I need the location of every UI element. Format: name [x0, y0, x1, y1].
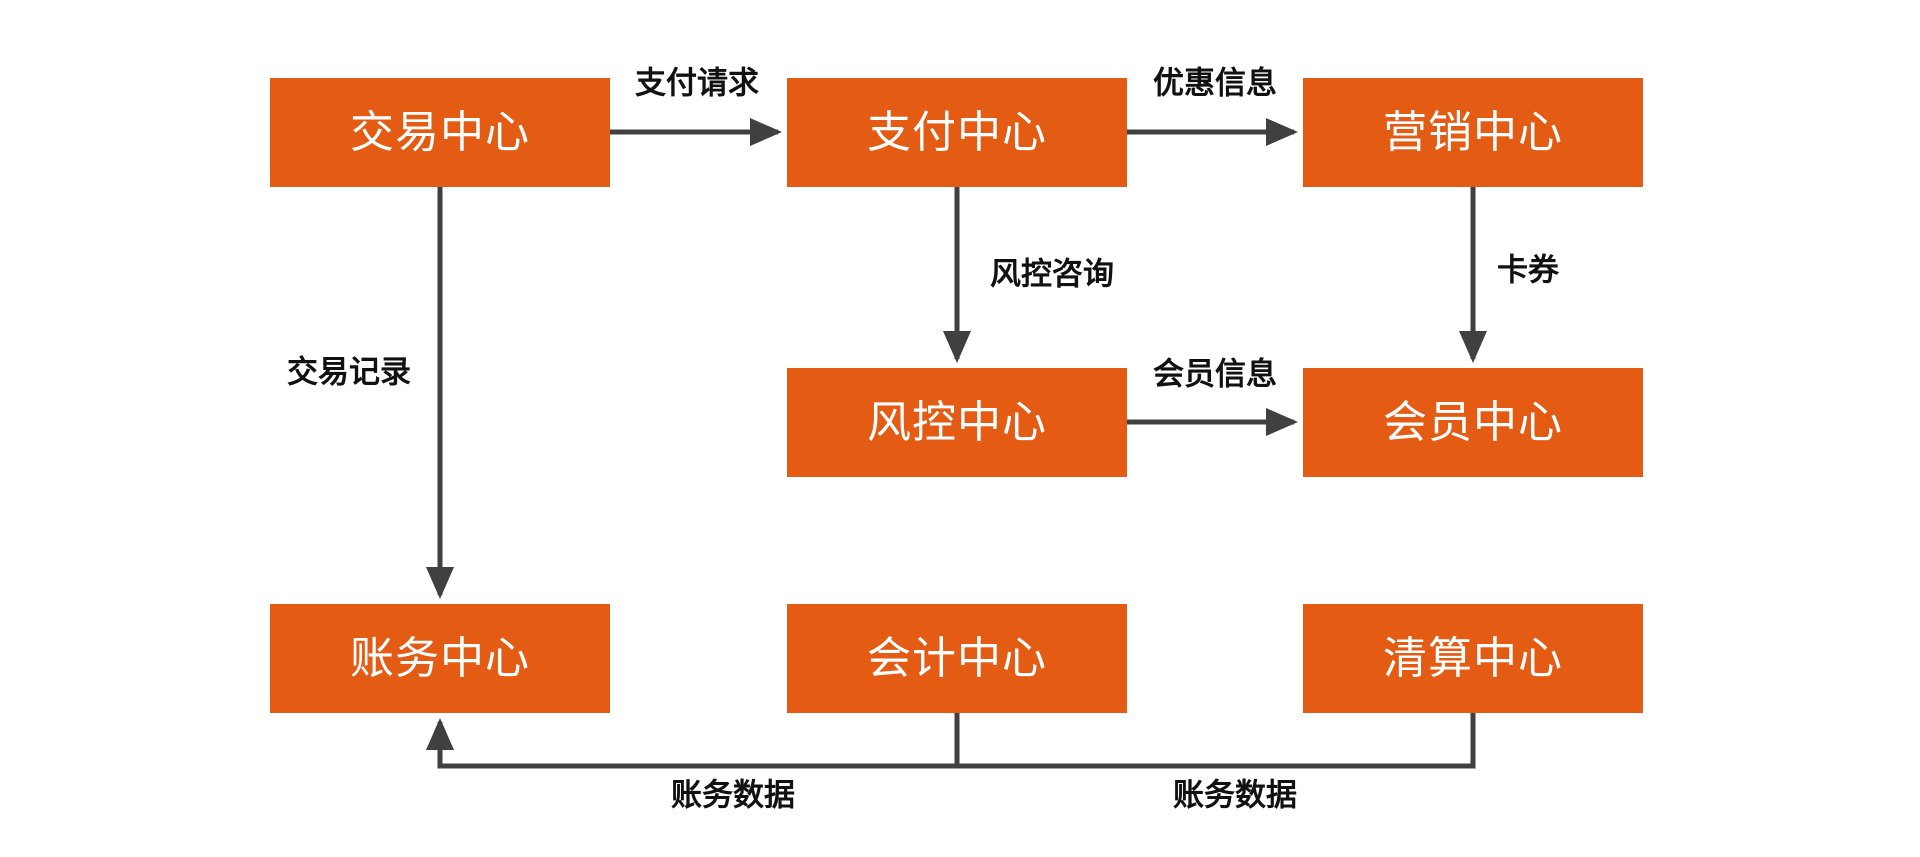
- node-account[interactable]: 账务中心: [270, 604, 610, 713]
- edge-settlement-to-account: [957, 713, 1476, 769]
- node-marketing[interactable]: 营销中心: [1303, 78, 1643, 187]
- edge-label-promotion-info: 优惠信息: [1153, 65, 1277, 101]
- edge-label-coupon: 卡券: [1497, 252, 1559, 288]
- node-accounting[interactable]: 会计中心: [787, 604, 1127, 713]
- edge-label-trade-record: 交易记录: [287, 354, 411, 390]
- edge-label-account-data-left: 账务数据: [671, 777, 795, 813]
- edge-label-payment-request: 支付请求: [635, 65, 759, 101]
- node-payment[interactable]: 支付中心: [787, 78, 1127, 187]
- node-risk-control[interactable]: 风控中心: [787, 368, 1127, 477]
- node-member[interactable]: 会员中心: [1303, 368, 1643, 477]
- edge-accounting-to-account: [425, 713, 960, 769]
- edge-label-member-info: 会员信息: [1153, 356, 1277, 392]
- node-trade[interactable]: 交易中心: [270, 78, 610, 187]
- node-settlement[interactable]: 清算中心: [1303, 604, 1643, 713]
- edge-label-account-data-right: 账务数据: [1173, 777, 1297, 813]
- edge-label-risk-consult: 风控咨询: [990, 256, 1114, 292]
